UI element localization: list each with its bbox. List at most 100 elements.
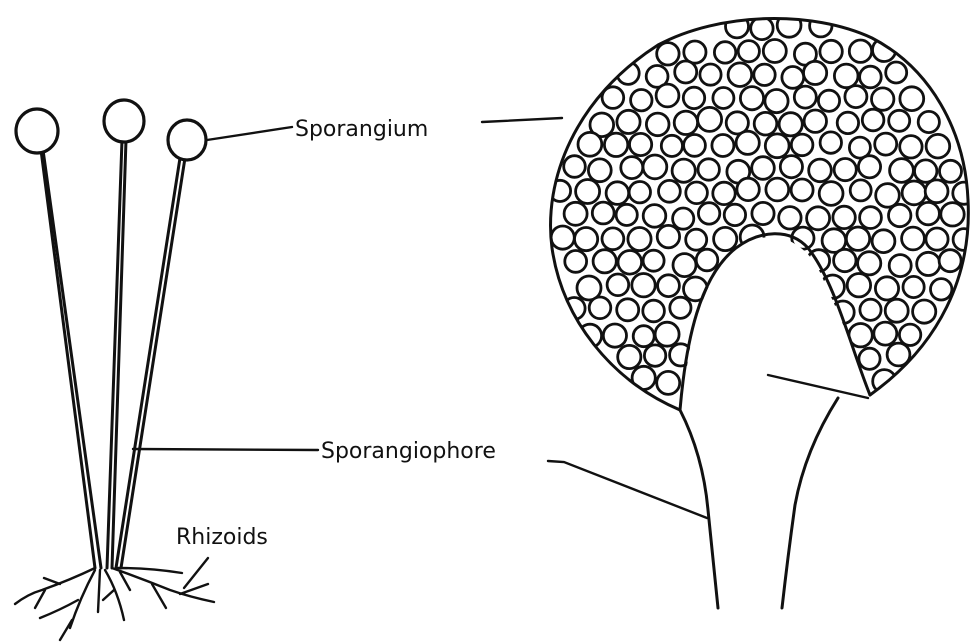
- spore: [791, 134, 813, 156]
- spore: [683, 87, 704, 108]
- sporangiophore-stalks: [41, 140, 185, 568]
- spore: [850, 180, 871, 201]
- spore: [551, 226, 574, 249]
- spore: [670, 297, 691, 318]
- label-rhizoids: Rhizoids: [176, 525, 268, 550]
- label-sporangiophore: Sporangiophore: [321, 439, 496, 464]
- spore: [659, 180, 681, 202]
- spore: [845, 86, 867, 108]
- spore: [804, 110, 826, 132]
- spore: [886, 62, 907, 83]
- spore: [728, 63, 752, 87]
- spore: [860, 299, 881, 320]
- sporangium-section-drawing: [549, 13, 974, 608]
- spore: [589, 297, 611, 319]
- spore: [672, 159, 695, 182]
- spore: [779, 113, 802, 136]
- spore: [578, 132, 602, 156]
- spore: [565, 251, 587, 273]
- spore: [643, 250, 664, 271]
- spore: [931, 279, 952, 300]
- spore: [874, 322, 897, 345]
- spore: [890, 159, 914, 183]
- label-sporangium: Sporangium: [295, 117, 428, 142]
- spore: [913, 300, 936, 323]
- spore: [765, 134, 789, 158]
- spore: [657, 225, 679, 247]
- spore: [794, 86, 816, 108]
- spore: [712, 135, 734, 157]
- spore: [618, 250, 642, 274]
- spore: [564, 202, 587, 225]
- spore: [604, 133, 627, 156]
- spore: [630, 133, 652, 155]
- spore: [632, 274, 655, 297]
- spore: [900, 87, 924, 111]
- sporangiophore-leader-left: [133, 449, 318, 450]
- spore: [834, 64, 858, 88]
- spore: [889, 255, 911, 277]
- spore: [779, 207, 801, 229]
- spore: [644, 345, 665, 366]
- spore: [673, 254, 696, 277]
- spore: [860, 66, 882, 88]
- spore: [606, 182, 629, 205]
- spore: [673, 208, 694, 229]
- spore: [872, 230, 895, 253]
- spore: [633, 326, 654, 347]
- spores: [549, 13, 974, 394]
- spore: [818, 90, 839, 111]
- sporangia-heads: [16, 100, 206, 160]
- spore: [657, 371, 680, 394]
- spore: [754, 64, 775, 85]
- spore: [752, 202, 774, 224]
- spore: [902, 181, 926, 205]
- spore: [661, 135, 682, 156]
- spore: [618, 345, 641, 368]
- spore: [926, 134, 950, 158]
- whole-fungus-drawing: [15, 100, 214, 640]
- spore: [588, 159, 611, 182]
- sporangium-leader-left: [207, 127, 292, 140]
- spore: [698, 203, 719, 224]
- spore: [700, 64, 721, 85]
- spore: [656, 84, 679, 107]
- spore: [941, 203, 964, 226]
- spore: [629, 182, 650, 203]
- spore: [714, 42, 735, 63]
- spore: [575, 228, 598, 251]
- spore: [834, 249, 856, 271]
- spore: [939, 250, 961, 272]
- spore: [631, 90, 652, 111]
- spore: [617, 110, 640, 133]
- spore: [698, 159, 719, 180]
- spore: [736, 131, 759, 154]
- spore: [953, 182, 974, 204]
- spore: [740, 87, 763, 110]
- spore: [926, 228, 948, 250]
- spore: [899, 324, 920, 345]
- spore: [576, 180, 600, 204]
- spore: [766, 178, 789, 201]
- spore: [820, 40, 842, 62]
- spore: [655, 322, 679, 346]
- spore: [643, 155, 667, 179]
- spore: [846, 227, 869, 250]
- spore: [628, 228, 651, 251]
- spore: [675, 61, 697, 83]
- spore: [837, 112, 858, 133]
- spore: [847, 274, 870, 297]
- spore: [860, 207, 882, 229]
- spore: [684, 135, 706, 157]
- sporangiophore-right-wall: [782, 398, 838, 608]
- spore: [834, 159, 856, 181]
- spore: [849, 40, 871, 62]
- spore: [686, 229, 707, 250]
- spore: [763, 40, 786, 63]
- spore: [859, 348, 880, 369]
- spore: [820, 132, 841, 153]
- spore: [696, 249, 718, 271]
- spore: [765, 90, 788, 113]
- sporangiophore-leader-right: [548, 461, 707, 518]
- spore: [780, 156, 802, 178]
